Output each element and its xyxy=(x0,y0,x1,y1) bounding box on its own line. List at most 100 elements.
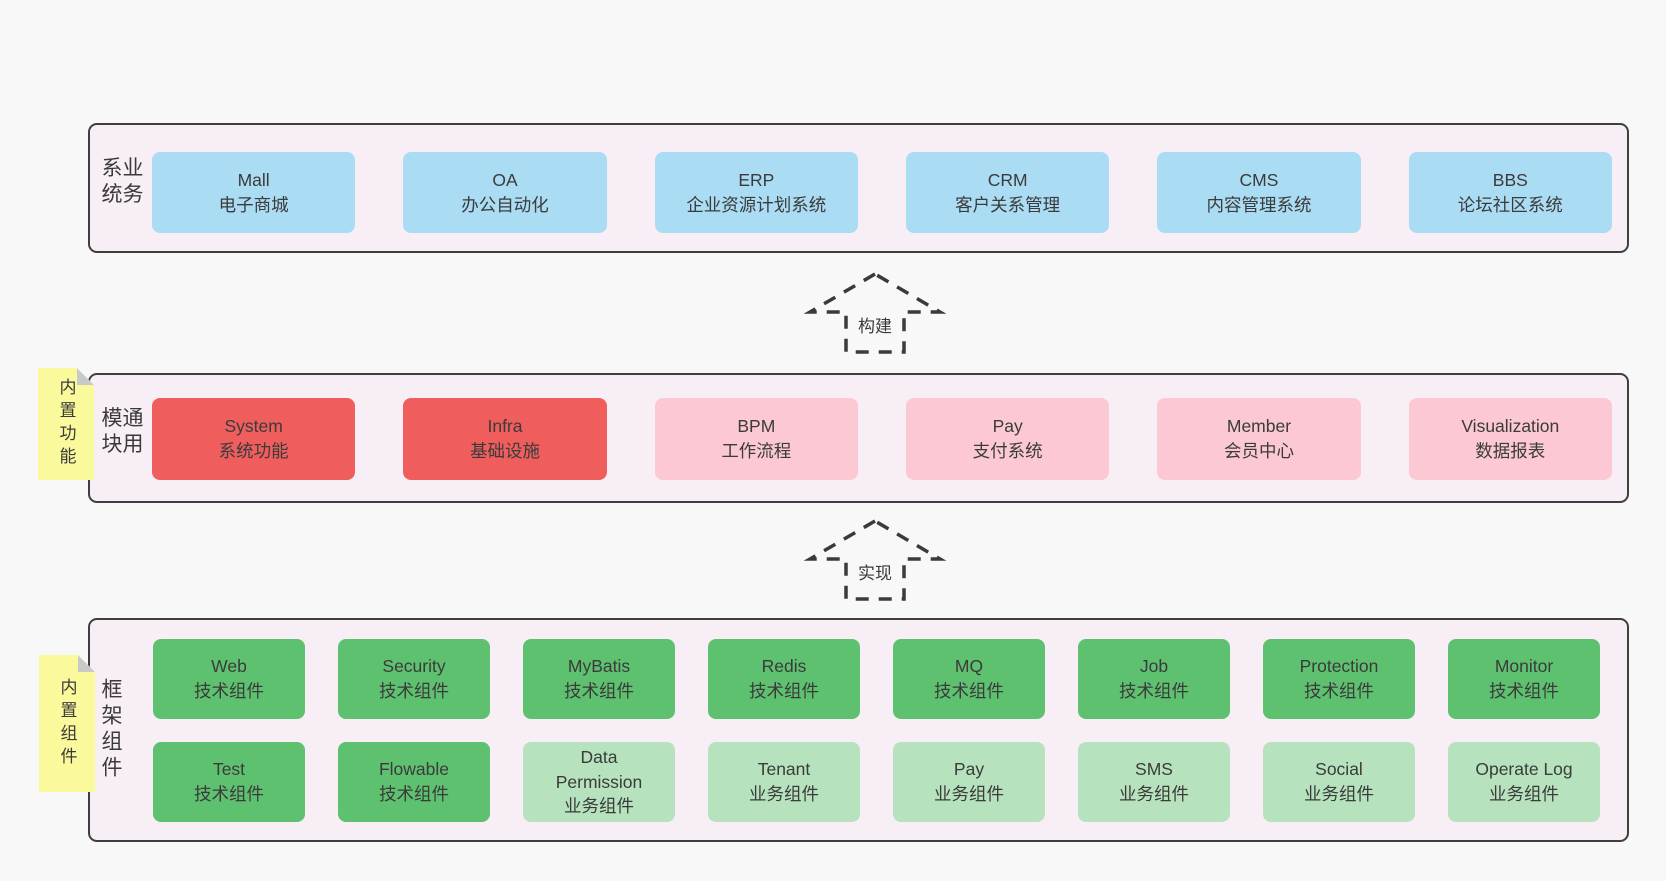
panel-business-systems-label: 业务系统 xyxy=(99,156,143,209)
box-title: MyBatis xyxy=(567,656,631,677)
block-arrow-up-icon xyxy=(803,519,947,601)
box-title: Member xyxy=(1226,416,1292,437)
box-subtitle: 内容管理系统 xyxy=(1206,194,1312,215)
box-subtitle: 技术组件 xyxy=(1304,681,1374,701)
box-bbs: BBS 论坛社区系统 xyxy=(1408,152,1612,233)
box-subtitle: 技术组件 xyxy=(934,681,1004,701)
arrow-build-label: 构建 xyxy=(854,311,896,338)
box-oa: OA 办公自动化 xyxy=(403,152,607,233)
box-title: CMS xyxy=(1239,169,1279,190)
arrow-up-implement: 实现 xyxy=(800,519,950,601)
box-infra: Infra 基础设施 xyxy=(403,398,607,480)
sticky-components-label: 内置组件 xyxy=(57,677,77,770)
box-social: Social 业务组件 xyxy=(1263,742,1415,822)
box-pay: Pay 业务组件 xyxy=(893,742,1045,822)
box-subtitle: 业务组件 xyxy=(934,784,1004,804)
box-title: Protection xyxy=(1299,656,1379,677)
box-title: Mall xyxy=(237,169,270,190)
box-subtitle: 业务组件 xyxy=(749,784,819,804)
box-subtitle: 企业资源计划系统 xyxy=(686,194,827,215)
box-title: Flowable xyxy=(378,759,450,780)
box-cms: CMS 内容管理系统 xyxy=(1157,152,1361,233)
box-title: Infra xyxy=(487,416,523,437)
box-title: ERP xyxy=(738,169,775,190)
box-title: Operate Log xyxy=(1475,759,1573,780)
box-security: Security 技术组件 xyxy=(338,639,490,719)
box-title: Pay xyxy=(953,759,985,780)
box-title: Data Permission xyxy=(555,746,643,792)
box-title: BBS xyxy=(1492,169,1528,190)
box-title: Tenant xyxy=(757,759,811,780)
box-title: Social xyxy=(1315,759,1363,780)
sticky-note-builtin-features: 内置功能 xyxy=(38,368,94,480)
box-subtitle: 系统功能 xyxy=(218,441,289,461)
box-title: Job xyxy=(1139,656,1169,677)
panel-framework-components: 框架组件 Web 技术组件 Security 技术组件 MyBatis 技术组件… xyxy=(88,618,1629,842)
box-mybatis: MyBatis 技术组件 xyxy=(523,639,675,719)
box-title: Web xyxy=(211,656,247,677)
box-subtitle: 业务组件 xyxy=(1304,784,1374,804)
box-subtitle: 基础设施 xyxy=(469,441,540,461)
box-visualization: Visualization 数据报表 xyxy=(1408,398,1612,480)
common-modules-boxes: System 系统功能 Infra 基础设施 BPM 工作流程 Pay 支付系统… xyxy=(152,398,1612,480)
box-erp: ERP 企业资源计划系统 xyxy=(654,152,858,233)
box-subtitle: 客户关系管理 xyxy=(955,194,1061,215)
box-data-permission: Data Permission 业务组件 xyxy=(523,742,675,822)
box-title: Security xyxy=(382,656,446,677)
panel-business-systems: 业务系统 Mall 电子商城 OA 办公自动化 ERP 企业资源计划系统 CRM… xyxy=(88,123,1629,253)
box-sms: SMS 业务组件 xyxy=(1078,742,1230,822)
box-crm: CRM 客户关系管理 xyxy=(905,152,1110,233)
box-title: CRM xyxy=(987,169,1028,190)
box-tenant: Tenant 业务组件 xyxy=(708,742,860,822)
box-subtitle: 支付系统 xyxy=(972,441,1043,461)
box-redis: Redis 技术组件 xyxy=(708,639,860,719)
block-arrow-up-icon xyxy=(803,272,947,354)
box-subtitle: 业务组件 xyxy=(1489,784,1559,804)
box-subtitle: 技术组件 xyxy=(379,784,449,804)
box-protection: Protection 技术组件 xyxy=(1263,639,1415,719)
box-monitor: Monitor 技术组件 xyxy=(1448,639,1600,719)
box-title: BPM xyxy=(737,416,776,437)
arrow-up-build: 构建 xyxy=(800,272,950,354)
box-subtitle: 数据报表 xyxy=(1475,441,1546,461)
framework-components-grid: Web 技术组件 Security 技术组件 MyBatis 技术组件 Redi… xyxy=(153,639,1600,822)
box-subtitle: 技术组件 xyxy=(749,681,819,701)
business-systems-boxes: Mall 电子商城 OA 办公自动化 ERP 企业资源计划系统 CRM 客户关系… xyxy=(152,152,1612,233)
box-subtitle: 技术组件 xyxy=(564,681,634,701)
box-bpm: BPM 工作流程 xyxy=(654,398,858,480)
box-subtitle: 业务组件 xyxy=(1119,784,1189,804)
arrow-implement-label: 实现 xyxy=(854,558,896,585)
box-subtitle: 电子商城 xyxy=(218,194,289,215)
panel-framework-components-label: 框架组件 xyxy=(99,678,122,782)
box-subtitle: 论坛社区系统 xyxy=(1457,194,1563,215)
box-subtitle: 工作流程 xyxy=(721,441,792,461)
panel-common-modules-label: 通用模块 xyxy=(99,406,143,459)
box-subtitle: 技术组件 xyxy=(1489,681,1559,701)
box-title: Monitor xyxy=(1494,656,1554,677)
box-title: SMS xyxy=(1135,759,1173,780)
box-system: System 系统功能 xyxy=(152,398,356,480)
box-test: Test 技术组件 xyxy=(153,742,305,822)
sticky-features-label: 内置功能 xyxy=(56,378,76,470)
panel-common-modules: 通用模块 System 系统功能 Infra 基础设施 BPM 工作流程 Pay… xyxy=(88,373,1629,503)
box-title: Pay xyxy=(992,416,1023,437)
box-title: Redis xyxy=(761,656,807,677)
box-subtitle: 会员中心 xyxy=(1223,441,1294,461)
box-web: Web 技术组件 xyxy=(153,639,305,719)
box-member: Member 会员中心 xyxy=(1157,398,1361,480)
box-subtitle: 技术组件 xyxy=(194,681,264,701)
box-title: Visualization xyxy=(1461,416,1560,437)
box-mq: MQ 技术组件 xyxy=(893,639,1045,719)
box-flowable: Flowable 技术组件 xyxy=(338,742,490,822)
box-title: System xyxy=(224,416,283,437)
box-title: MQ xyxy=(954,656,984,677)
box-pay: Pay 支付系统 xyxy=(905,398,1110,480)
box-subtitle: 技术组件 xyxy=(194,784,264,804)
box-subtitle: 技术组件 xyxy=(1119,681,1189,701)
box-subtitle: 业务组件 xyxy=(564,796,634,817)
box-title: OA xyxy=(492,169,518,190)
box-subtitle: 技术组件 xyxy=(379,681,449,701)
box-subtitle: 办公自动化 xyxy=(461,194,549,215)
box-operate-log: Operate Log 业务组件 xyxy=(1448,742,1600,822)
sticky-note-builtin-components: 内置组件 xyxy=(39,655,95,792)
